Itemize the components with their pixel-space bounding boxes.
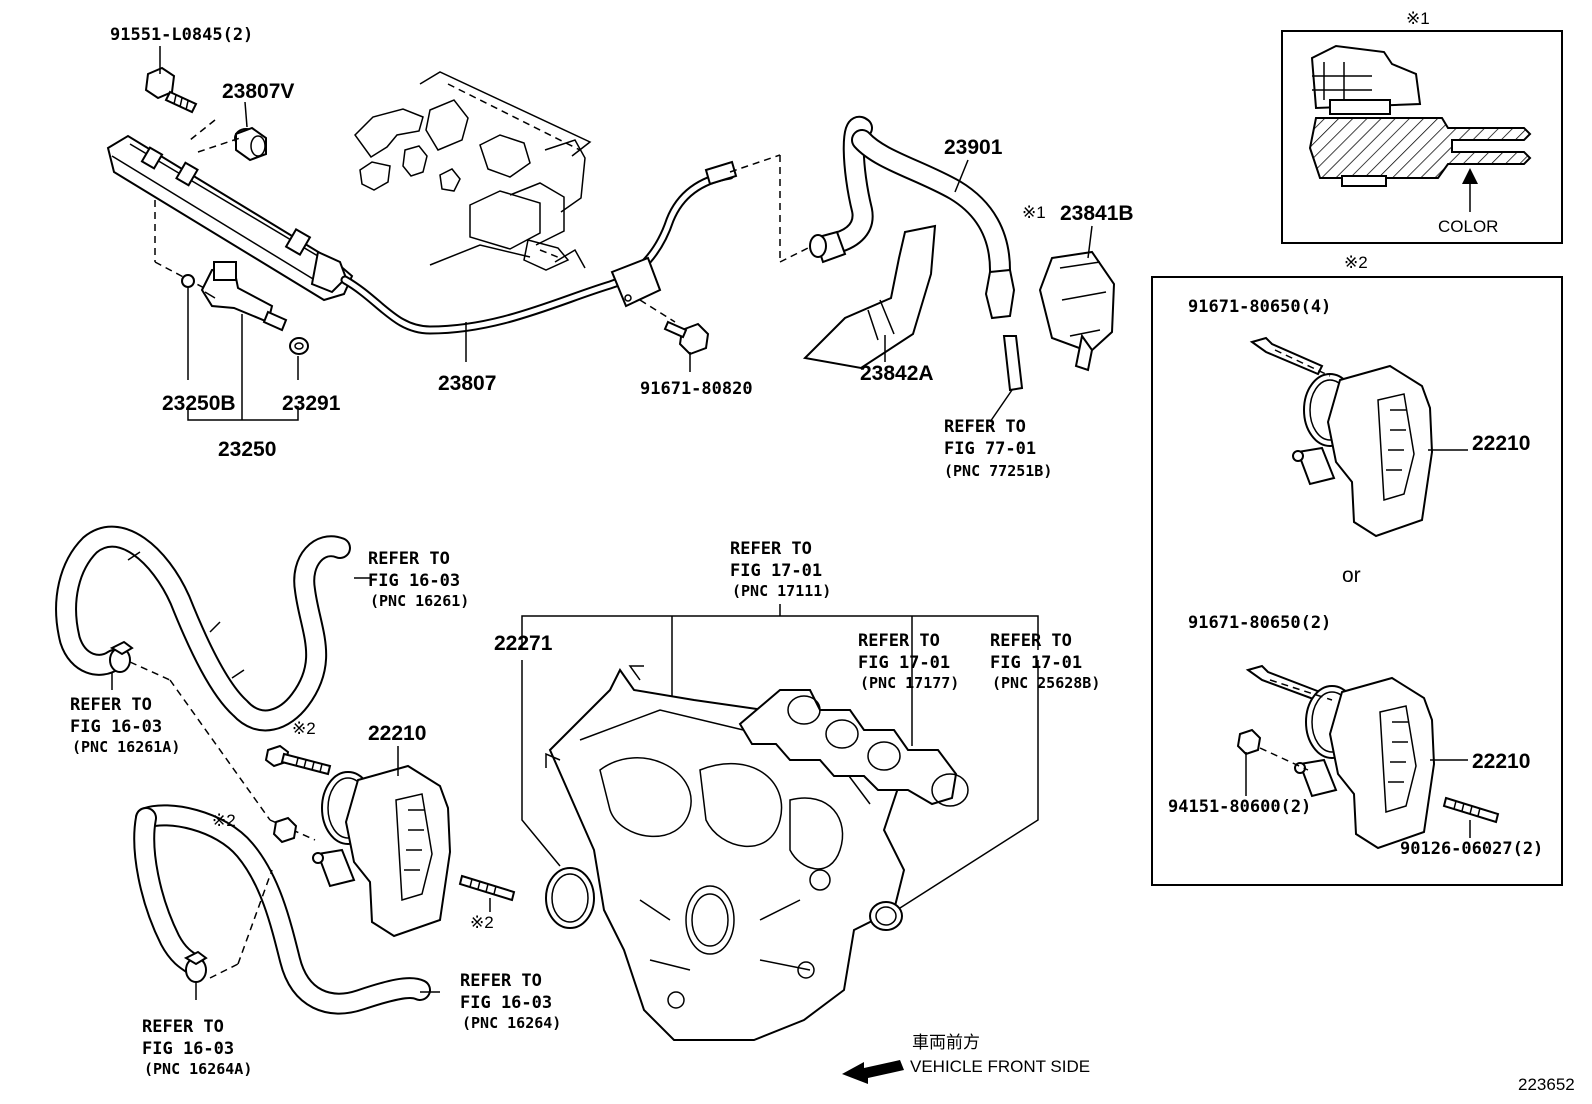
label-23807: 23807 bbox=[438, 372, 496, 395]
label-23291: 23291 bbox=[282, 392, 341, 415]
part-23842a-bracket[interactable] bbox=[802, 224, 937, 370]
label-23841b: 23841B bbox=[1060, 202, 1134, 225]
part-25628b-gasket[interactable] bbox=[869, 901, 903, 931]
label-22271: 22271 bbox=[494, 632, 553, 655]
refer-16261-line1: REFER TO bbox=[368, 549, 450, 569]
refer-16261a-line3: (PNC 16261A) bbox=[72, 738, 180, 756]
inset-2-mark: ※2 bbox=[1344, 253, 1368, 272]
inset-2 bbox=[1151, 276, 1563, 886]
label-22210: 22210 bbox=[368, 722, 426, 745]
label-23901: 23901 bbox=[944, 136, 1003, 159]
clamp-16261a[interactable] bbox=[109, 640, 134, 673]
label-94151-80600-2: 94151-80600(2) bbox=[1168, 797, 1311, 817]
part-23807-fuel-pipe[interactable] bbox=[340, 160, 738, 335]
refer-16264-line2: FIG 16-03 bbox=[460, 993, 552, 1013]
refer-17177-line2: FIG 17-01 bbox=[858, 653, 950, 673]
part-91671-80820-bolt[interactable] bbox=[663, 320, 710, 356]
water-hose-lower[interactable] bbox=[133, 804, 431, 1015]
refer-16264-line1: REFER TO bbox=[460, 971, 542, 991]
inset-1-mark: ※1 bbox=[1406, 9, 1430, 28]
refer-25628b-line3: (PNC 25628B) bbox=[992, 674, 1100, 692]
refer-77-line1: REFER TO bbox=[944, 417, 1026, 437]
part-throttle-bolt[interactable] bbox=[264, 744, 332, 776]
refer-16261-line3: (PNC 16261) bbox=[370, 592, 469, 610]
clamp-16264a[interactable] bbox=[183, 950, 208, 983]
part-throttle-nut[interactable] bbox=[272, 816, 298, 844]
part-23250-injector[interactable] bbox=[181, 261, 288, 332]
refer-16264a-line2: FIG 16-03 bbox=[142, 1039, 234, 1059]
label-mark-1: ※1 bbox=[1022, 203, 1046, 222]
refer-17111-line1: REFER TO bbox=[730, 539, 812, 559]
label-23807v: 23807V bbox=[222, 80, 294, 103]
label-91551-l0845: 91551-L0845(2) bbox=[110, 25, 253, 45]
label-or: or bbox=[1342, 564, 1361, 587]
arrow-left-icon bbox=[842, 1060, 904, 1084]
diagram-id: 223652 bbox=[1518, 1075, 1575, 1094]
part-23841b-vsv[interactable] bbox=[1038, 250, 1116, 372]
refer-17177-line3: (PNC 17177) bbox=[860, 674, 959, 692]
refer-77-line2: FIG 77-01 bbox=[944, 439, 1036, 459]
refer-77-line3: (PNC 77251B) bbox=[944, 462, 1052, 480]
part-23901-hose[interactable] bbox=[809, 115, 1016, 320]
refer-17177-line1: REFER TO bbox=[858, 631, 940, 651]
part-23291-seal[interactable] bbox=[289, 337, 309, 355]
part-fuel-rail[interactable] bbox=[106, 134, 354, 302]
label-mark-2-bolt: ※2 bbox=[292, 719, 316, 738]
arrow-up-icon bbox=[1462, 168, 1478, 212]
label-22210-inset-b: 22210 bbox=[1472, 750, 1530, 773]
label-90126-06027-2: 90126-06027(2) bbox=[1400, 839, 1543, 859]
part-22210-throttle-body[interactable] bbox=[312, 764, 452, 938]
label-23842a: 23842A bbox=[860, 362, 934, 385]
refer-16264-line3: (PNC 16264) bbox=[462, 1014, 561, 1032]
part-91551-bolt[interactable] bbox=[144, 66, 198, 114]
front-label-en: VEHICLE FRONT SIDE bbox=[910, 1057, 1090, 1076]
part-22271-gasket[interactable] bbox=[545, 867, 595, 929]
refer-16264a-line1: REFER TO bbox=[142, 1017, 224, 1037]
inset2-throttle-body-b[interactable] bbox=[1245, 664, 1436, 850]
inset2-stud[interactable] bbox=[1442, 796, 1500, 824]
inset-1 bbox=[1281, 30, 1563, 244]
label-91671-80650-4: 91671-80650(4) bbox=[1188, 297, 1331, 317]
inset-1-color-label: COLOR bbox=[1438, 217, 1498, 236]
inset2-nut[interactable] bbox=[1236, 728, 1262, 756]
label-mark-2-nut: ※2 bbox=[212, 811, 236, 830]
inset2-throttle-body-a[interactable] bbox=[1249, 336, 1434, 538]
front-label-jp: 車両前方 bbox=[912, 1033, 980, 1053]
engine-block-sketch bbox=[354, 71, 592, 271]
refer-25628b-line1: REFER TO bbox=[990, 631, 1072, 651]
refer-16261a-line2: FIG 16-03 bbox=[70, 717, 162, 737]
label-22210-inset-a: 22210 bbox=[1472, 432, 1530, 455]
label-91671-80820: 91671-80820 bbox=[640, 379, 753, 399]
part-hose-stub bbox=[1002, 335, 1024, 392]
label-23250: 23250 bbox=[218, 438, 276, 461]
refer-16261a-line1: REFER TO bbox=[70, 695, 152, 715]
part-intake-manifold[interactable] bbox=[545, 665, 906, 1041]
refer-16264a-line3: (PNC 16264A) bbox=[144, 1060, 252, 1078]
refer-17111-line3: (PNC 17111) bbox=[732, 582, 831, 600]
label-23250b: 23250B bbox=[162, 392, 236, 415]
label-mark-2-stud: ※2 bbox=[470, 913, 494, 932]
part-17177-gasket[interactable] bbox=[738, 689, 969, 807]
part-23807v-cushion[interactable] bbox=[234, 126, 267, 162]
refer-17111-line2: FIG 17-01 bbox=[730, 561, 822, 581]
refer-25628b-line2: FIG 17-01 bbox=[990, 653, 1082, 673]
refer-16261-line2: FIG 16-03 bbox=[368, 571, 460, 591]
water-hose-upper[interactable] bbox=[55, 525, 351, 732]
part-throttle-stud[interactable] bbox=[458, 874, 516, 902]
label-91671-80650-2: 91671-80650(2) bbox=[1188, 613, 1331, 633]
